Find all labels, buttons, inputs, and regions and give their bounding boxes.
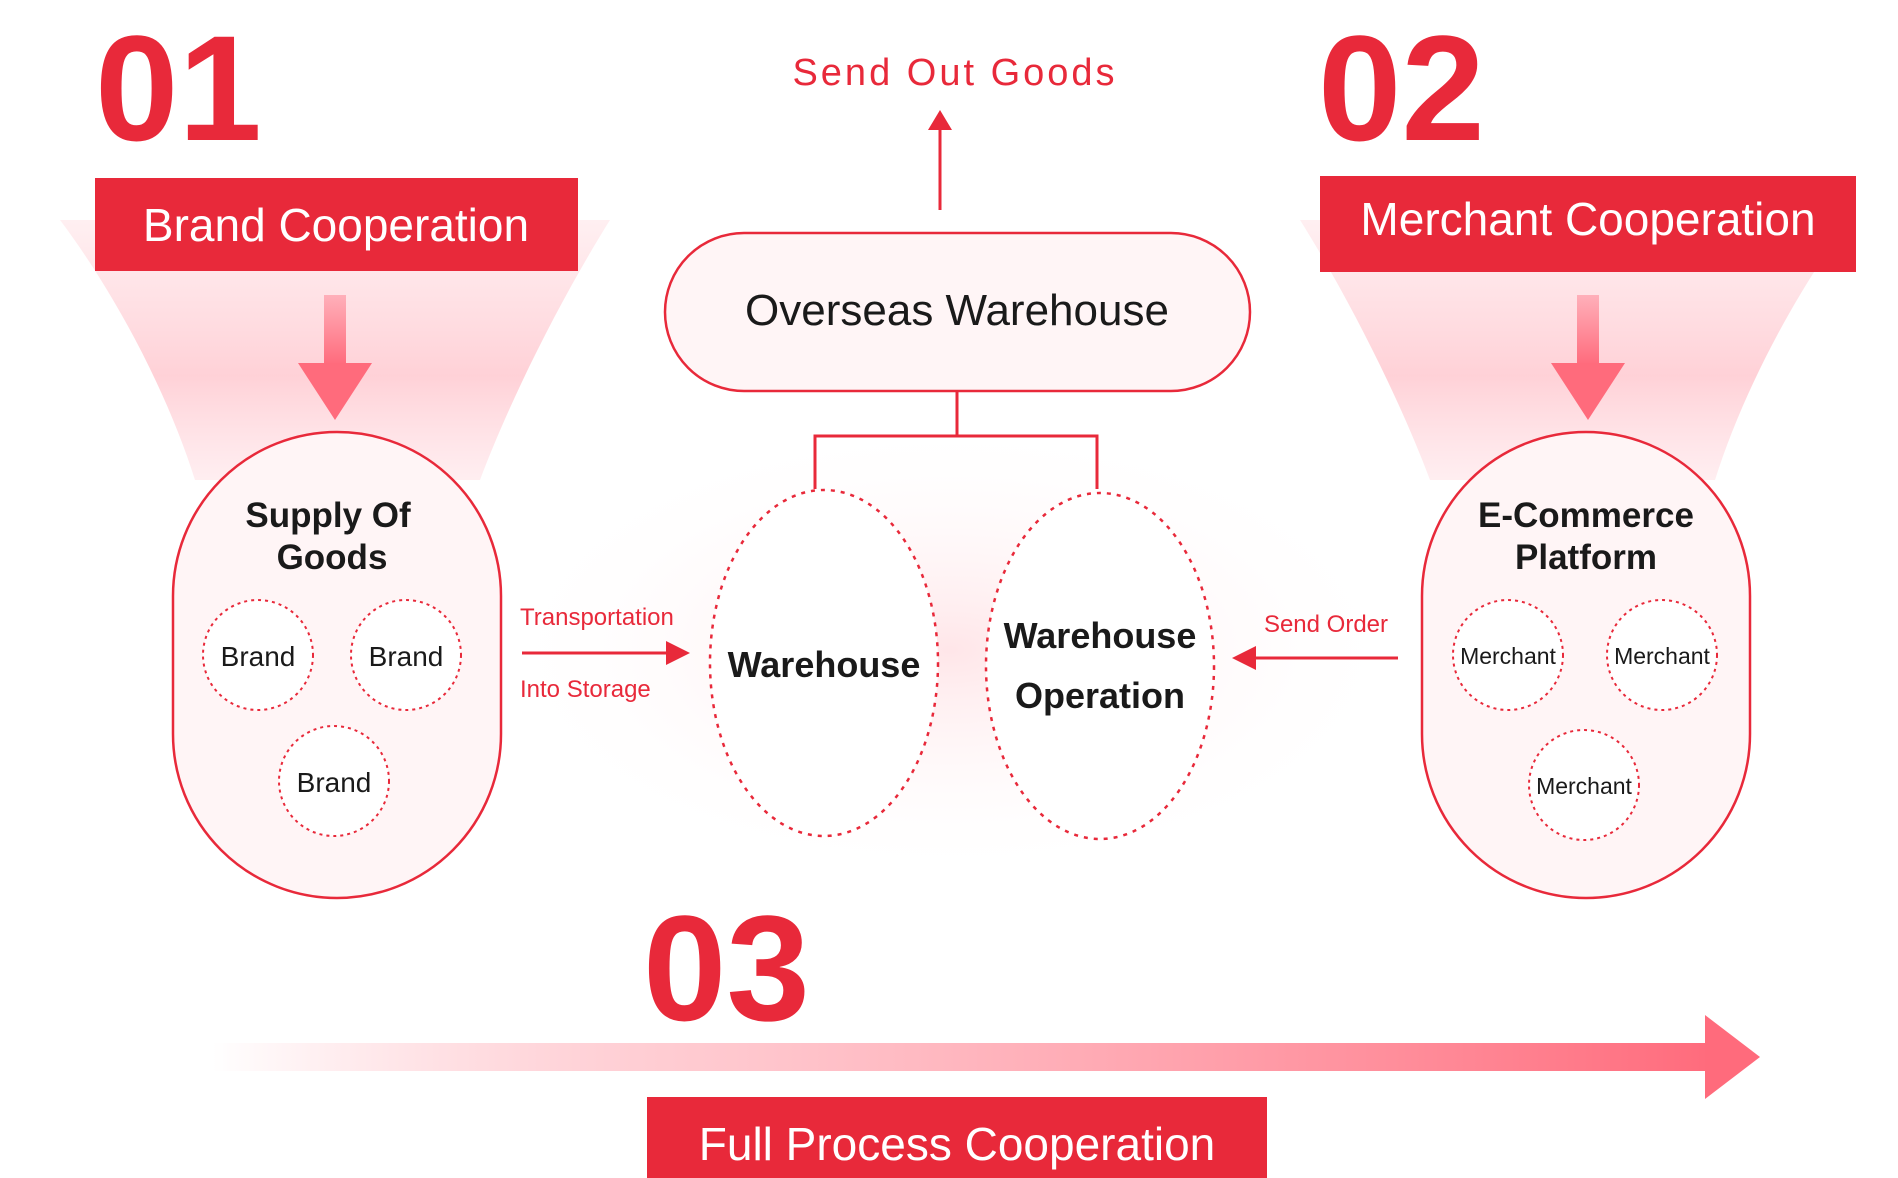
section-number-01: 01 — [95, 4, 262, 172]
merchant-item-label: Merchant — [1536, 773, 1632, 799]
brand-cooperation-title: Brand Cooperation — [143, 199, 529, 251]
full-process-arrow-head — [1705, 1015, 1760, 1099]
warehouse-operation-node — [984, 491, 1216, 841]
ecommerce-platform-title-line2: Platform — [1515, 538, 1657, 577]
merchant-funnel — [1300, 220, 1850, 480]
merchant-item: Merchant — [1606, 599, 1718, 711]
brand-item: Brand — [350, 599, 462, 711]
merchant-item-label: Merchant — [1460, 643, 1556, 669]
center-glow — [490, 420, 1410, 880]
brand-item-label: Brand — [297, 767, 372, 798]
brand-item-label: Brand — [221, 641, 296, 672]
section-number-03: 03 — [643, 884, 810, 1052]
full-process-banner — [647, 1097, 1267, 1178]
brand-item: Brand — [278, 725, 390, 837]
send-order-label: Send Order — [1264, 611, 1388, 638]
brand-down-arrow-head — [298, 363, 372, 420]
overseas-warehouse-label: Overseas Warehouse — [745, 286, 1169, 335]
warehouse-node — [708, 488, 940, 838]
send-out-arrow-head — [928, 110, 952, 130]
section-number-02: 02 — [1318, 4, 1485, 172]
supply-of-goods-title-line2: Goods — [277, 538, 388, 577]
full-process-title: Full Process Cooperation — [699, 1118, 1215, 1170]
warehouse-operation-line2: Operation — [1015, 675, 1185, 716]
send-order-arrow-head — [1232, 646, 1256, 670]
ecommerce-platform-group — [1420, 430, 1752, 900]
supply-of-goods-group — [171, 430, 503, 900]
merchant-item: Merchant — [1452, 599, 1564, 711]
merchant-down-arrow-shaft — [1577, 295, 1599, 365]
send-out-goods-label: Send Out Goods — [792, 52, 1117, 94]
brand-cooperation-banner — [95, 178, 578, 271]
merchant-cooperation-banner — [1320, 176, 1856, 272]
full-process-arrow-shaft — [212, 1043, 1712, 1071]
ecommerce-platform-title-line1: E-Commerce — [1478, 496, 1694, 535]
merchant-item: Merchant — [1528, 729, 1640, 841]
brand-item-label: Brand — [369, 641, 444, 672]
warehouse-operation-line1: Warehouse — [1004, 615, 1197, 656]
warehouse-label: Warehouse — [728, 644, 921, 685]
merchant-down-arrow-head — [1551, 363, 1625, 420]
brand-down-arrow-shaft — [324, 295, 346, 365]
supply-of-goods-title-line1: Supply Of — [245, 496, 411, 535]
transport-arrow-head — [666, 641, 690, 665]
brand-item: Brand — [202, 599, 314, 711]
into-storage-label: Into Storage — [520, 676, 651, 703]
transportation-label: Transportation — [520, 604, 674, 631]
merchant-cooperation-title: Merchant Cooperation — [1360, 193, 1815, 245]
merchant-item-label: Merchant — [1614, 643, 1710, 669]
